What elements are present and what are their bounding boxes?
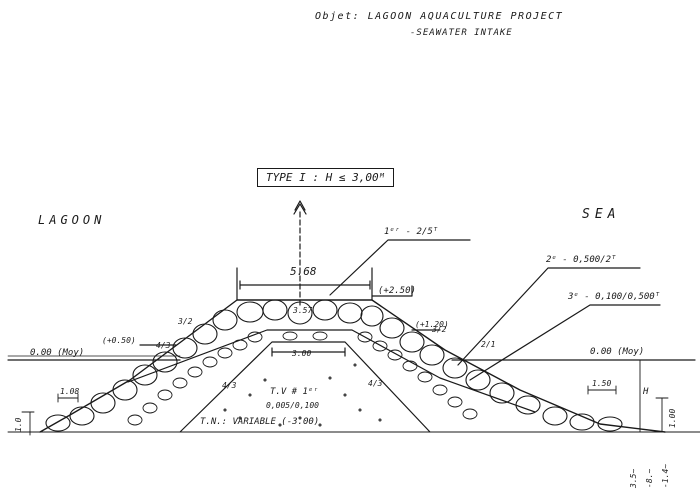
inner-profile [127, 329, 536, 413]
crest-width-label: 5.68 [290, 265, 317, 278]
armour-level-label: (+1.20) [415, 320, 449, 329]
slope-inner-left: 4/3 [222, 381, 237, 390]
project-subtitle: -SEAWATER INTAKE [410, 28, 513, 38]
core-label-2: 0,005/0,100 [266, 401, 319, 410]
project-title: Objet: LAGOON AQUACULTURE PROJECT [315, 11, 564, 22]
core-profile [179, 341, 431, 433]
core-label-1: T.V # 1ᵉʳ [270, 387, 319, 397]
crest-dim-line [239, 280, 371, 290]
far-right-label-1: 3.5~ [629, 468, 638, 488]
layer1-label: 1ᵉʳ - 2/5ᵀ [384, 227, 439, 237]
layer2-label: 2ᵉ - 0,500/2ᵀ [546, 255, 617, 265]
type-label-box: TYPE I : H ≤ 3,00ᴹ [257, 168, 395, 187]
side-label-sea: SEA [582, 207, 621, 222]
far-right-label-2: -8.~ [645, 468, 654, 488]
outer-profile [39, 299, 666, 433]
toe-left-label: 1.08 [60, 387, 80, 396]
layer2-leader [457, 267, 641, 366]
zero-left-label: 0.00 (Moy) [30, 348, 85, 358]
side-label-lagoon: LAGOON [38, 213, 106, 227]
toe-right-label: 1.50 [592, 379, 612, 388]
core-dim-line [271, 347, 346, 357]
toe-right-dim [587, 385, 617, 395]
right-depth-label: 1.00 [668, 408, 677, 428]
slope-left-upper: 3/2 [178, 317, 193, 326]
core-width-label: 3.00 [292, 349, 312, 358]
crest-level-label: (+2.50) [378, 286, 416, 296]
zero-right-label: 0.00 (Moy) [590, 347, 645, 357]
crest-level-leader [371, 285, 413, 297]
slope-left-mid: 4/3 [156, 341, 171, 350]
left-depth-dim [21, 411, 35, 436]
slope-right-upper: 3/2 [432, 325, 447, 334]
layer1-leader [329, 239, 471, 296]
centerline-arrow [293, 200, 307, 215]
right-depth-dim [655, 397, 669, 433]
left-depth-label: 1.0 [14, 417, 23, 432]
layer3-leader [469, 304, 661, 381]
core-fill-speckle [223, 363, 382, 427]
slope-right-lower: 2/1 [481, 340, 496, 349]
base-level-label: T.N.: VARIABLE (-3.00) [200, 417, 320, 427]
height-dim [633, 359, 647, 433]
armour-height-label: 3.57 [293, 306, 313, 315]
armour-stones [45, 299, 623, 432]
level-left-label: (+0.50) [102, 336, 136, 345]
layer3-label: 3ᵉ - 0,100/0,500ᵀ [568, 292, 661, 302]
far-right-label-3: -1.4~ [661, 463, 670, 488]
underlayer-stones [127, 331, 478, 426]
toe-left-dim [57, 393, 79, 403]
crest-dim-extensions [236, 267, 373, 301]
slope-inner-right: 4/3 [368, 379, 383, 388]
height-symbol: H [643, 387, 649, 397]
